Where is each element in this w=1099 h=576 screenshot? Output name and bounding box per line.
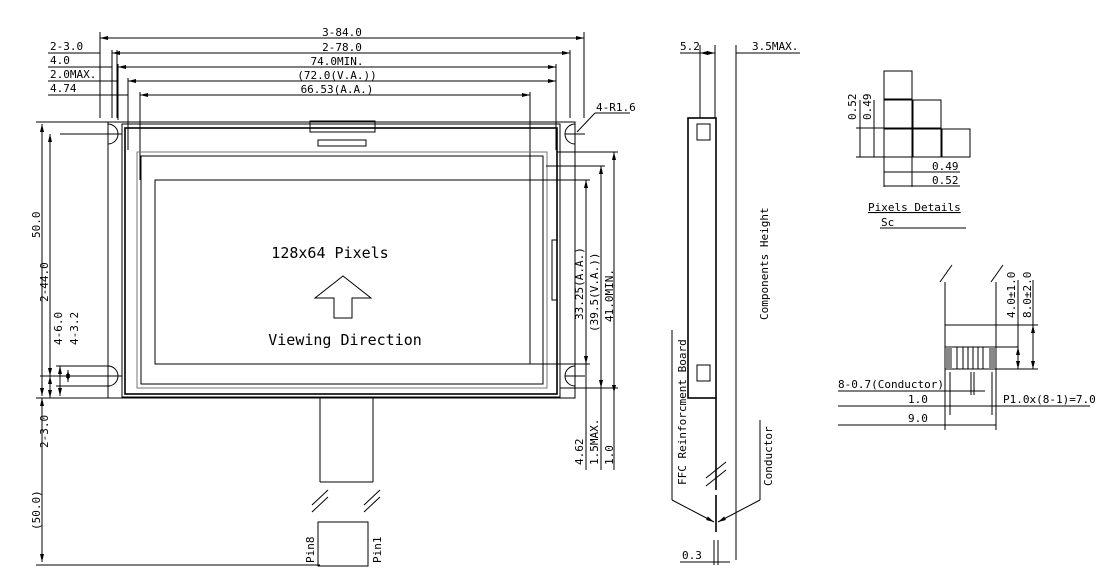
side-view: 5.2 3.5MAX. Components Height FFC Reinfo… xyxy=(671,40,800,565)
pixel-details: 0.52 0.49 0.49 0.52 Pixels Details Sc xyxy=(846,70,971,229)
pixel-details-title: Pixels Details xyxy=(868,201,961,214)
dim-min-width: 74.0MIN. xyxy=(311,55,364,68)
dim-first-pitch: 1.0 xyxy=(908,393,928,406)
conductor-spec: 8-0.7(Conductor) xyxy=(838,378,944,391)
module-outline xyxy=(40,120,585,399)
viewing-direction-label: Viewing Direction xyxy=(268,331,422,349)
dim-bottom-1: 1.0 xyxy=(603,445,616,465)
pixel-pitch-h: 0.52 xyxy=(932,174,959,187)
dim-slot-length: 4-6.0 xyxy=(52,312,65,345)
dim-component-max: 3.5MAX. xyxy=(752,40,798,53)
dim-aa-height: 33.25(A.A.) xyxy=(573,247,586,320)
pin8-label: Pin8 xyxy=(304,537,317,564)
dim-edge-4: 4.0 xyxy=(50,54,70,67)
pixel-size-v: 0.49 xyxy=(861,94,874,121)
dim-hole-bottom-offset: 2-3.0 xyxy=(38,415,51,448)
pixel-pitch-v: 0.52 xyxy=(846,94,859,121)
ffc-reinforcement-label: FFC Reinforcment Board xyxy=(676,339,689,485)
dim-thickness: 5.2 xyxy=(680,40,700,53)
pixel-details-scale: Sc xyxy=(881,216,894,229)
dim-connector-width: 9.0 xyxy=(908,412,928,425)
dim-hole-vpitch: 2-44.0 xyxy=(38,262,51,302)
dim-hole-offset: 2-3.0 xyxy=(50,40,83,53)
dim-edge-2max: 2.0MAX. xyxy=(50,68,96,81)
dim-aa-bottom: 4.62 xyxy=(573,439,586,466)
conductor-contacts xyxy=(946,347,995,369)
pixel-size-h: 0.49 xyxy=(932,160,959,173)
components-height-label: Components Height xyxy=(758,207,771,320)
dim-overall-height: 50.0 xyxy=(30,212,43,239)
dim-edge-474: 4.74 xyxy=(50,82,77,95)
dim-va-height: (39.5(V.A.)) xyxy=(588,253,601,332)
dim-aa-width: 66.53(A.A.) xyxy=(301,83,374,96)
dim-slot-width: 4-3.2 xyxy=(68,312,81,345)
pin1-label: Pin1 xyxy=(371,537,384,564)
dim-conductor-thickness: 0.3 xyxy=(682,549,702,562)
right-dimensions: 33.25(A.A.) (39.5(V.A.)) 41.0MIN. 4.62 1… xyxy=(530,151,618,470)
dim-min-height: 41.0MIN. xyxy=(603,269,616,322)
dim-contact-length: 4.0±1.0 xyxy=(1005,272,1018,318)
dim-hole-pitch: 2-78.0 xyxy=(322,41,362,54)
top-dimensions: 3-84.0 2-78.0 74.0MIN. (72.0(V.A.)) 66.5… xyxy=(48,26,585,180)
dim-va-width: (72.0(V.A.)) xyxy=(297,69,376,82)
dim-bottom-max: 1.5MAX. xyxy=(588,419,601,465)
dim-stiffener-length: 8.0±2.0 xyxy=(1021,272,1034,318)
dim-overall-width: 3-84.0 xyxy=(322,26,362,39)
resolution-label: 128x64 Pixels xyxy=(271,244,388,262)
left-dimensions: 50.0 2-44.0 4-6.0 4-3.2 2-3.0 (50.0) xyxy=(30,121,320,566)
corner-radius-label: 4-R1.6 xyxy=(596,101,636,114)
conductor-label: Conductor xyxy=(762,426,775,486)
dim-ffc-length: (50.0) xyxy=(30,490,43,530)
ffc-cable: Pin8 Pin1 xyxy=(304,398,384,567)
connector-detail: 4.0±1.0 8.0±2.0 8-0.7(Conductor) 1.0 9.0… xyxy=(838,264,1096,430)
dim-total-pitch: P1.0x(8-1)=7.0 xyxy=(1003,393,1096,406)
up-arrow-icon xyxy=(313,275,373,319)
front-view: 3-84.0 2-78.0 74.0MIN. (72.0(V.A.)) 66.5… xyxy=(30,26,636,567)
